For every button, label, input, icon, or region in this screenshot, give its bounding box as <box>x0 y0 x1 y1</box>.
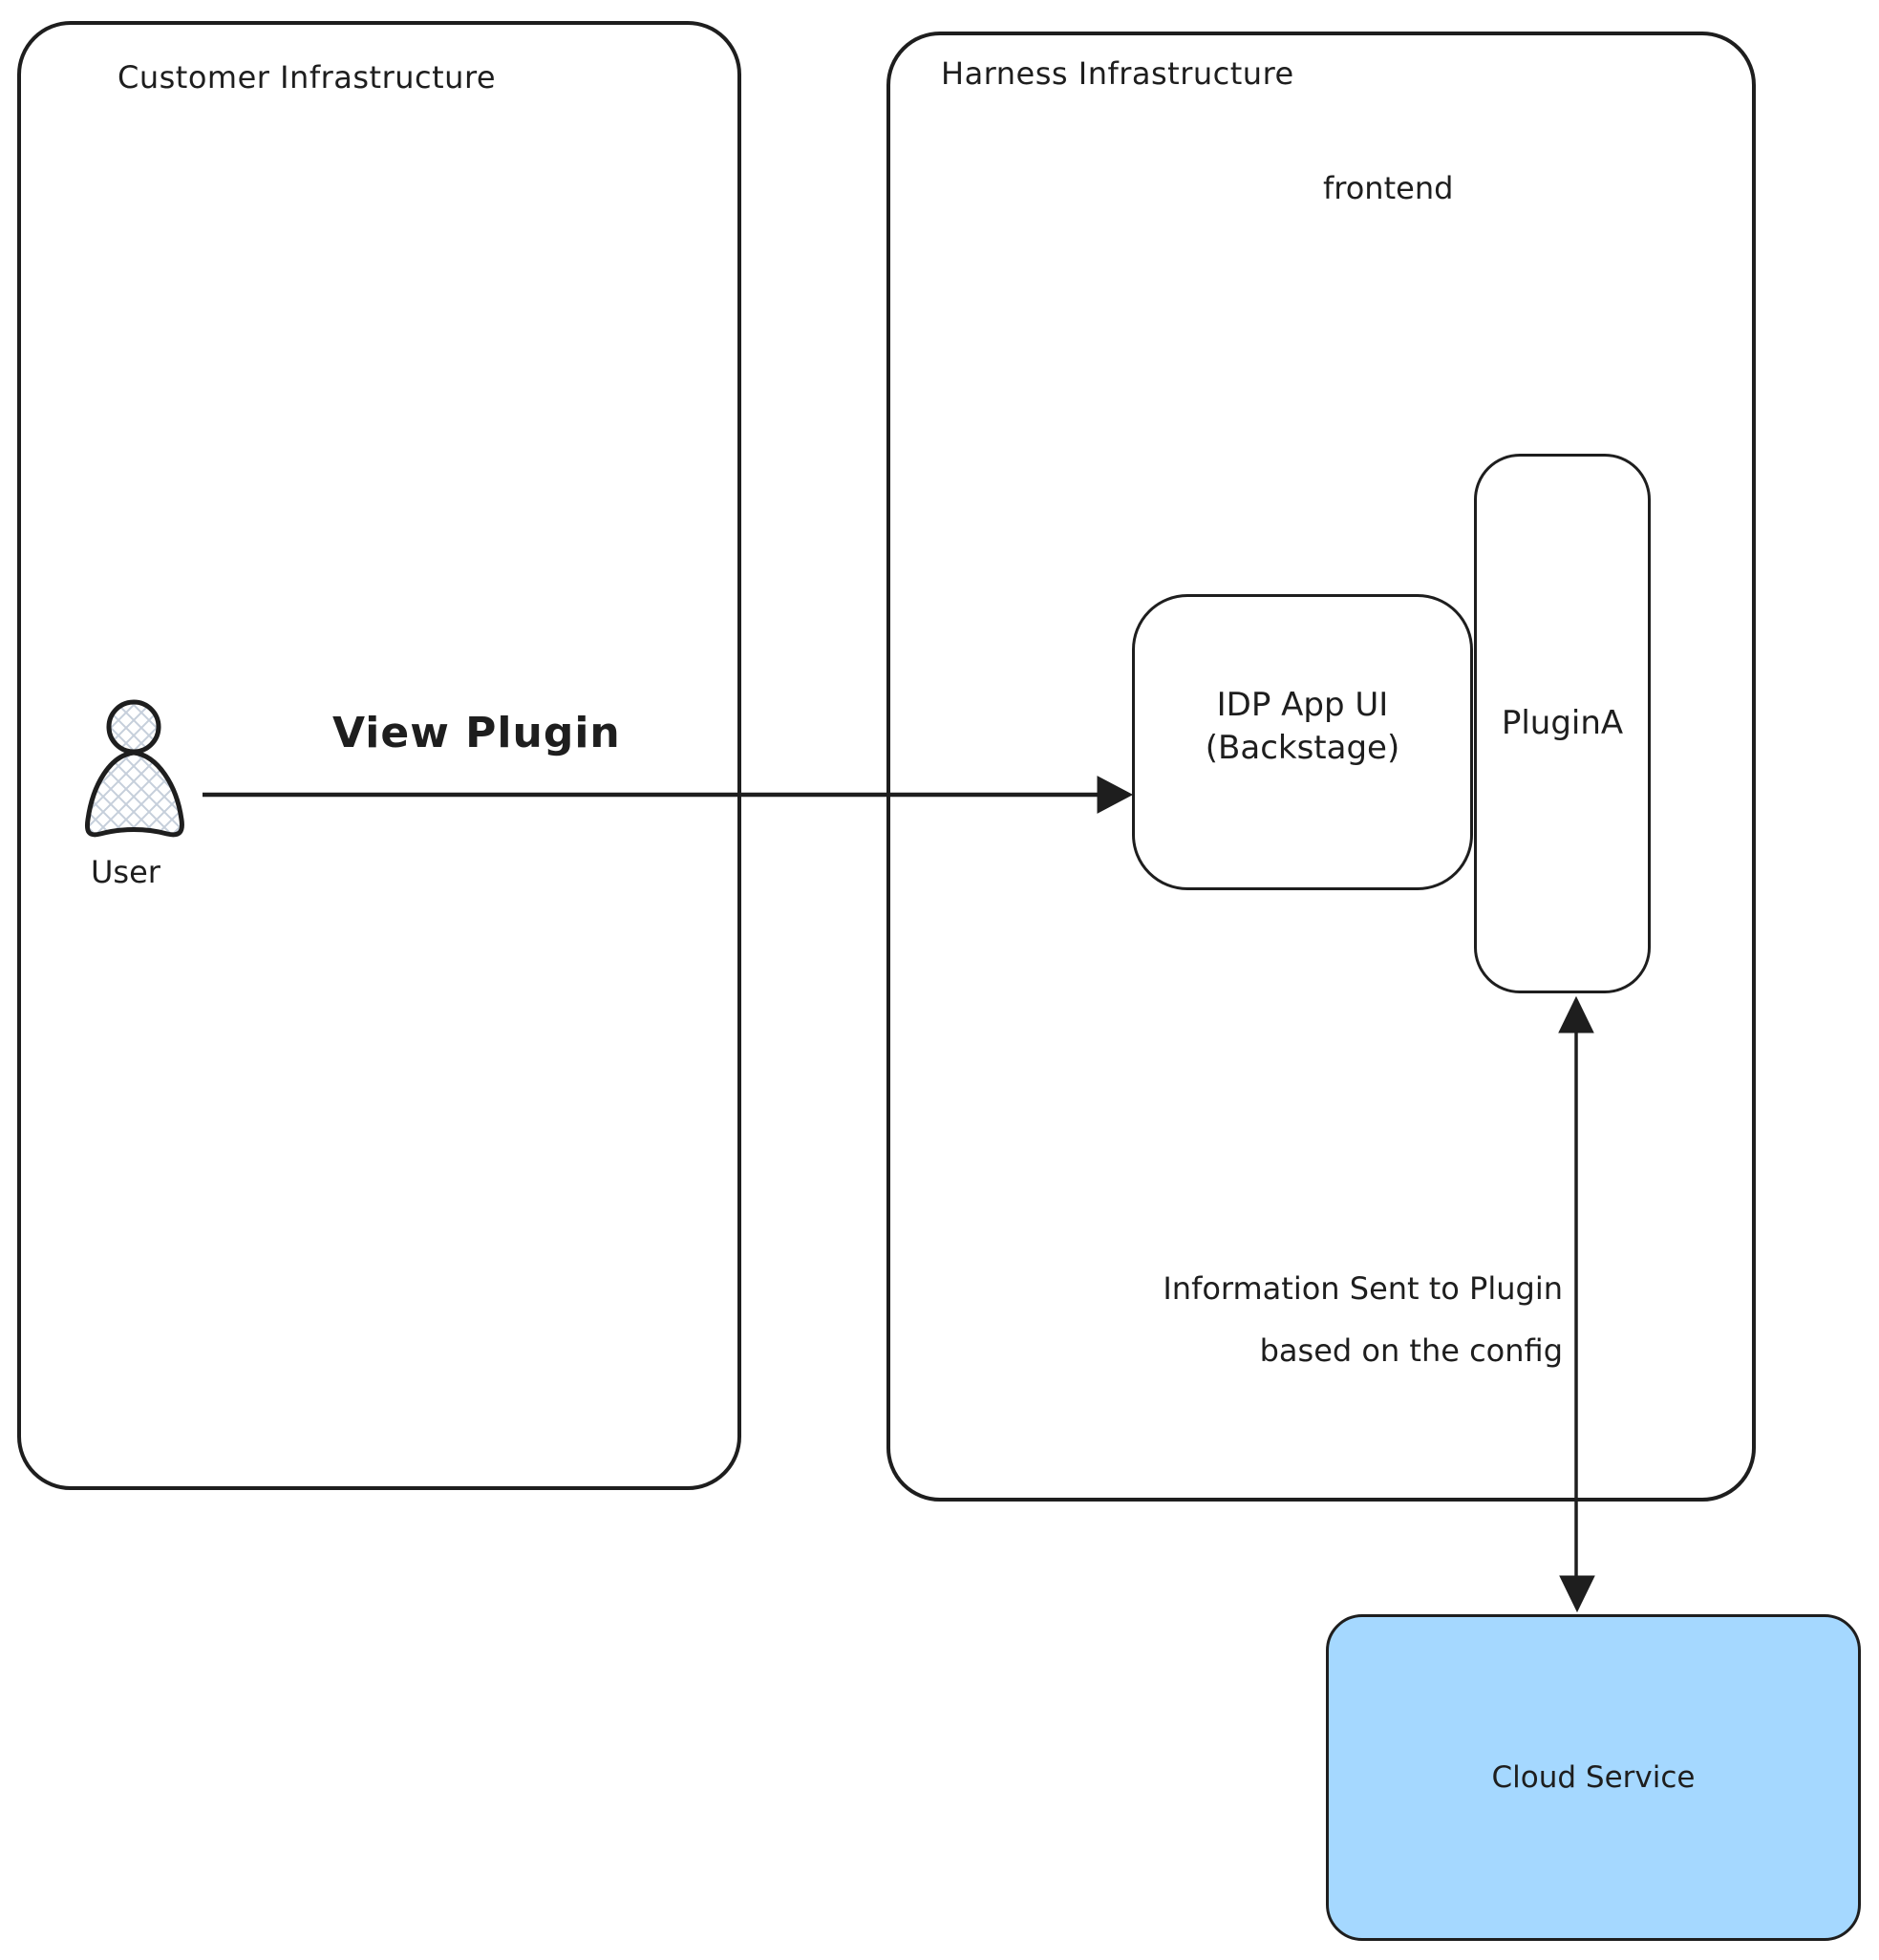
info-arrow-label: Information Sent to Plugin based on the … <box>1163 1270 1563 1369</box>
plugina-label: PluginA <box>1501 704 1624 743</box>
user-icon <box>84 699 184 838</box>
cloud-service-box <box>1326 1614 1861 1941</box>
idp-app-ui-label-line2: (Backstage) <box>1205 729 1400 767</box>
info-arrow-label-line1: Information Sent to Plugin <box>1163 1270 1563 1307</box>
harness-infrastructure-title: Harness Infrastructure <box>941 55 1294 92</box>
idp-app-ui-box <box>1132 594 1473 890</box>
idp-app-ui-label-line1: IDP App UI <box>1216 686 1389 725</box>
idp-app-ui-label: IDP App UI (Backstage) <box>1132 579 1473 875</box>
harness-infrastructure-box <box>886 32 1756 1502</box>
view-plugin-arrow-label: View Plugin <box>332 709 621 757</box>
plugina-box <box>1474 454 1651 993</box>
customer-infrastructure-title: Customer Infrastructure <box>117 59 497 96</box>
frontend-label: frontend <box>1323 170 1454 206</box>
user-label: User <box>91 854 160 890</box>
info-arrow-label-line2: based on the config <box>1259 1332 1563 1369</box>
cloud-service-label: Cloud Service <box>1491 1759 1696 1795</box>
customer-infrastructure-box <box>17 21 741 1490</box>
